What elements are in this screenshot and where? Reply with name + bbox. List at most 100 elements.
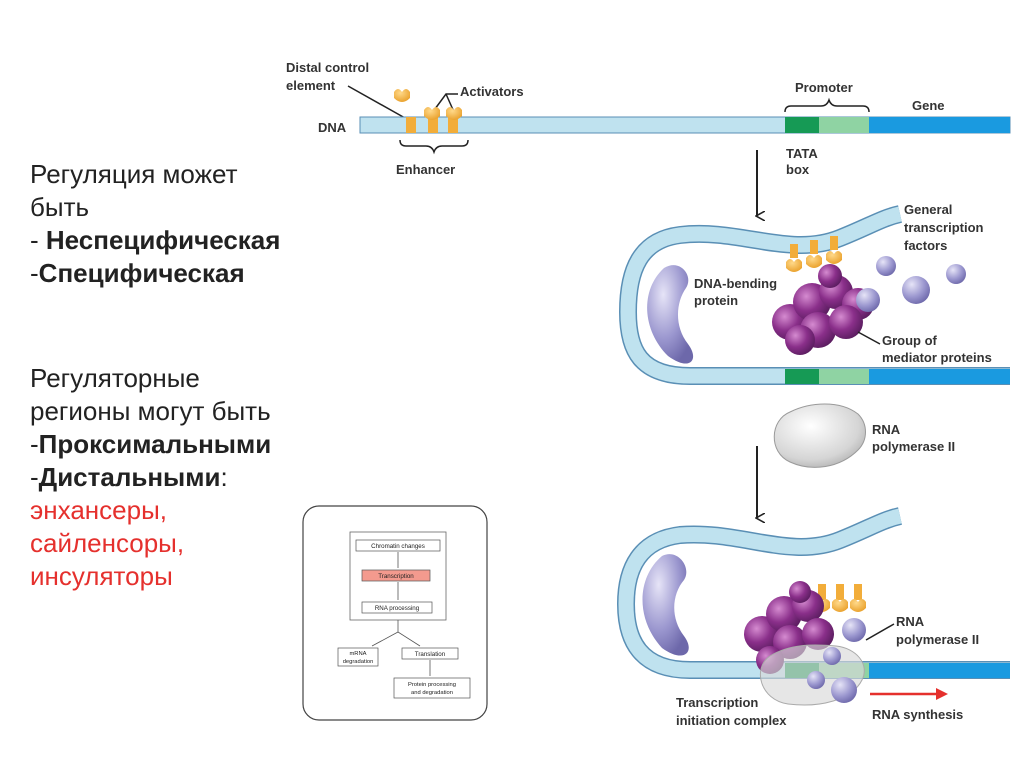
mid-activator-1 [786, 259, 802, 272]
chromatin-box [355, 539, 441, 552]
top-dna-diagram: Distal control element Activators DNA En… [286, 60, 1011, 216]
bottom-enhancer-site-2 [836, 584, 844, 600]
general-transcription-factors [856, 256, 966, 312]
regions-line1: Регуляторные [30, 363, 200, 393]
mid-enhancer-site-3 [830, 236, 838, 250]
bottom-gtf-cluster [807, 618, 866, 703]
nonspecific-label: Неспецифическая [45, 225, 281, 255]
enhancer-site-3 [448, 117, 458, 133]
dna-label: DNA [318, 120, 347, 135]
activators-label: Activators [460, 84, 524, 99]
translation-label: Translation [415, 651, 446, 658]
transcription-box [361, 569, 431, 582]
tata-label-2: box [786, 162, 810, 177]
protein-label-2: and degradation [411, 690, 453, 696]
middle-loop-diagram: DNA-bending protein Group of mediator pr… [618, 202, 1010, 518]
tic-label-2: initiation complex [676, 713, 787, 728]
reg-line1: Регуляция может [30, 159, 238, 189]
mediator-label-2: mediator proteins [882, 350, 992, 365]
distal-control-pointer [347, 85, 406, 119]
distal-suffix: : [220, 462, 228, 492]
bottom-enhancer-site-3 [854, 584, 862, 600]
mediator-pointer [857, 331, 881, 345]
dna-bending-label-2: protein [694, 293, 738, 308]
dna-bending-protein [647, 265, 694, 364]
regulation-text-block: Регуляция может быть - Неспецифическая -… [30, 158, 280, 290]
reg-line2: быть [30, 192, 90, 222]
bottom-enhancer-site-1 [818, 584, 826, 600]
rna-synthesis-arrow-head [936, 688, 948, 700]
distal-prefix: - [30, 462, 39, 492]
protein-label-1: Protein processing [408, 682, 456, 688]
tata-box-segment [785, 117, 819, 133]
gtf-label-1: General [904, 202, 952, 217]
mid-enhancer-site-1 [790, 244, 798, 258]
promoter-segment [819, 117, 869, 133]
gtf-label-2: transcription [904, 220, 984, 235]
gtf-label-3: factors [904, 238, 947, 253]
rna-pol-label-2: polymerase II [872, 439, 955, 454]
bottom-rna-pol-label-2: polymerase II [896, 632, 979, 647]
chromatin-label: Chromatin changes [371, 543, 425, 550]
activator-2 [424, 107, 440, 120]
specific-label: Специфическая [38, 258, 245, 288]
enhancer-label: Enhancer [396, 162, 455, 177]
mid-activator-3 [826, 251, 842, 264]
rna-processing-box [361, 601, 433, 614]
bottom-activator-2 [832, 599, 848, 612]
rna-pol-label-1: RNA [872, 422, 901, 437]
bottom-initiation-diagram: RNA polymerase II Transcription initiati… [616, 507, 1010, 728]
mid-tata-segment [785, 369, 819, 384]
tic-label-1: Transcription [676, 695, 758, 710]
looped-dna-fill [620, 206, 1010, 384]
gene-label: Gene [912, 98, 945, 113]
bottom-mediator-cluster [744, 581, 834, 674]
translation-box [401, 647, 459, 660]
bottom-rna-pol-label-1: RNA [896, 614, 925, 629]
mrna-deg-label-2: degradation [343, 659, 374, 665]
rna-processing-label: RNA processing [375, 605, 420, 612]
mrna-degradation-box [337, 647, 379, 667]
mid-activator-2 [806, 255, 822, 268]
enhancer-brace [399, 139, 469, 155]
proximal-label: Проксимальными [38, 429, 272, 459]
mediator-protein-cluster [772, 264, 874, 355]
bottom-rna-pol-pointer [865, 623, 895, 641]
distal-label: Дистальными [38, 462, 221, 492]
flow-arrow-4 [371, 631, 399, 647]
enhancer-site-2 [428, 117, 438, 133]
regions-line2: регионы могут быть [30, 396, 271, 426]
bottom-dna-bending-protein [642, 554, 689, 656]
enhancers-text: энхансеры, [30, 495, 167, 525]
proximal-prefix: - [30, 429, 39, 459]
bottom-gene-segment [869, 663, 1010, 678]
mrna-deg-label-1: mRNA [349, 651, 366, 657]
proximal-item: -Проксимальными [30, 428, 271, 461]
gene-segment [869, 117, 1010, 133]
protein-processing-box [393, 677, 471, 699]
activator-1 [394, 89, 410, 102]
dna-bending-label-1: DNA-bending [694, 276, 777, 291]
bottom-activator-3 [850, 599, 866, 612]
bottom-dna-fill [618, 508, 1010, 678]
distal-control-label-1: Distal control [286, 60, 369, 75]
silencers-text: сайленсоры, [30, 528, 185, 558]
distal-item: -Дистальными: [30, 461, 271, 494]
mid-promoter-segment [819, 369, 869, 384]
mid-enhancer-site-2 [810, 240, 818, 254]
insulators-text: инсуляторы [30, 561, 173, 591]
specific-item: -Специфическая [30, 257, 280, 290]
promoter-brace [784, 97, 870, 113]
promoter-label: Promoter [795, 80, 853, 95]
mediator-label-1: Group of [882, 333, 938, 348]
regions-text-block: Регуляторные регионы могут быть -Проксим… [30, 362, 271, 593]
mid-gene-segment [869, 369, 1010, 384]
activator-3 [446, 107, 462, 120]
specific-prefix: - [30, 258, 39, 288]
enhancer-site-1 [406, 117, 416, 133]
rna-polymerase-ii-free [773, 403, 866, 468]
rna-synthesis-label: RNA synthesis [872, 707, 963, 722]
nonspecific-item: - Неспецифическая [30, 224, 280, 257]
gene-expression-flowchart: Chromatin changes Transcription RNA proc… [302, 505, 488, 721]
